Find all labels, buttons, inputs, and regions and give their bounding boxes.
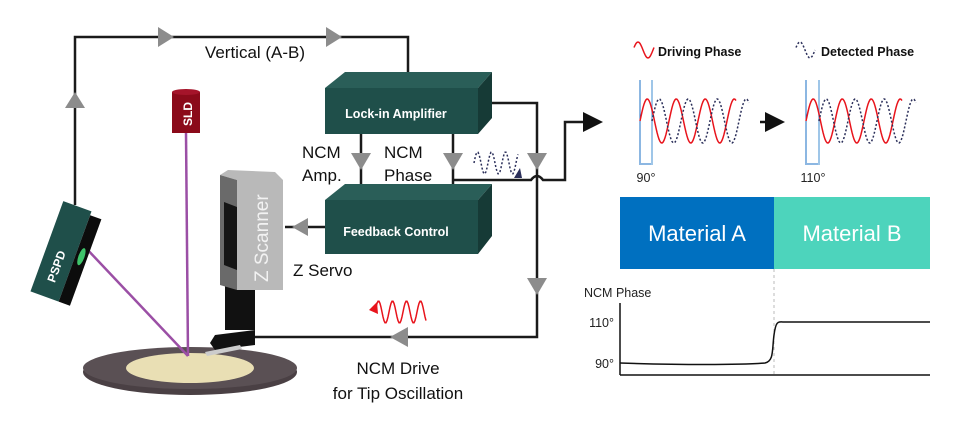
- z-scanner-label: Z Scanner: [252, 194, 273, 282]
- material-b-label: Material B: [802, 221, 901, 246]
- plot-ylabel: NCM Phase: [584, 286, 651, 300]
- arrow-right-icon: [158, 27, 174, 47]
- material-b-region: [774, 197, 930, 269]
- arrow-up-icon: [65, 92, 85, 108]
- phase-curve: [619, 321, 930, 366]
- material-a-region: [620, 197, 774, 269]
- tick-110: 110°: [589, 316, 614, 330]
- arrow-left-icon: [390, 327, 408, 347]
- arrow-right-icon: [326, 27, 342, 47]
- z-servo-label: Z Servo: [293, 261, 353, 280]
- sample-stage: [83, 347, 297, 395]
- ncm-phase-label-2: Phase: [384, 166, 432, 185]
- detected-wave: [651, 98, 750, 144]
- driving-phase-legend-icon: [633, 41, 655, 59]
- detected-phase-legend-icon: [795, 41, 816, 59]
- pspd-detector: PSPD: [30, 201, 102, 306]
- feedback-control-box: Feedback Control: [325, 184, 492, 254]
- lock-in-label: Lock-in Amplifier: [345, 107, 447, 121]
- arrow-down-icon: [527, 278, 547, 295]
- ncm-drive-label-1: NCM Drive: [356, 359, 439, 378]
- sld-source: SLD: [172, 89, 200, 133]
- phase-output-wire: [453, 112, 603, 182]
- ncm-drive-label-2: for Tip Oscillation: [333, 384, 463, 403]
- phase-90-label: 90°: [637, 171, 656, 185]
- drive-wave-icon: [374, 300, 427, 324]
- arrow-down-icon: [527, 153, 547, 170]
- vertical-label: Vertical (A-B): [205, 43, 305, 62]
- laser-beam: [83, 132, 190, 357]
- driving-phase-legend: Driving Phase: [658, 45, 741, 59]
- ncm-phase-label-1: NCM: [384, 143, 423, 162]
- arrow-down-icon: [443, 153, 463, 170]
- phase-110-label: 110°: [801, 171, 826, 185]
- detected-wave-icon: [473, 151, 519, 175]
- tick-90: 90°: [595, 357, 614, 371]
- arrow-left-icon: [292, 218, 308, 236]
- detected-wave: [818, 98, 917, 144]
- driving-wave: [639, 98, 737, 144]
- flow-arrows: [65, 27, 547, 347]
- detected-phase-legend: Detected Phase: [821, 45, 914, 59]
- sample: [126, 353, 254, 383]
- vertical-signal-wire: [73, 35, 410, 205]
- ncm-amp-label-2: Amp.: [302, 166, 342, 185]
- driving-wave: [805, 98, 903, 144]
- feedback-label: Feedback Control: [343, 225, 449, 239]
- drive-wave-arrowhead-icon: [369, 302, 378, 314]
- material-a-label: Material A: [648, 221, 746, 246]
- lock-in-amplifier-box: Lock-in Amplifier: [325, 72, 492, 134]
- sld-label: SLD: [181, 102, 195, 126]
- z-scanner: Z Scanner: [205, 170, 283, 356]
- arrow-down-icon: [351, 153, 371, 170]
- ncm-amp-label-1: NCM: [302, 143, 341, 162]
- wave-arrowhead-icon: [514, 168, 522, 178]
